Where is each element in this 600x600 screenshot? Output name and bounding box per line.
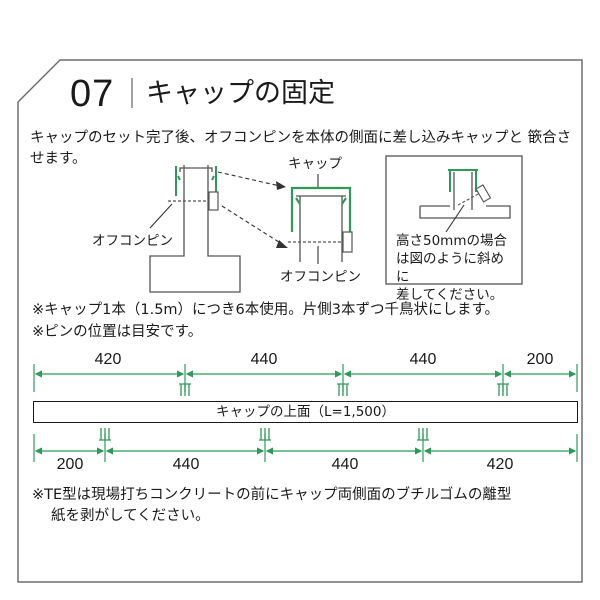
label-offcon-pin-right: オフコンピン: [280, 269, 361, 285]
bottom-pin-markers: [99, 428, 429, 441]
footer-note: ※TE型は現場打ちコンクリートの前にキャップ両側面のブチルゴムの離型 紙を剥がし…: [32, 485, 587, 527]
step-number: 07: [70, 73, 115, 115]
guide-arrow-head-2: [276, 240, 288, 248]
dim-bottom-3: 440: [331, 456, 359, 473]
note-usage: ※キャップ1本（1.5m）につき6本使用。片側3本ずつ千鳥状にします。: [32, 302, 500, 318]
top-pin-markers: [179, 383, 509, 396]
inset-note-line: 差してください。: [396, 287, 504, 303]
inset-note-line: 高さ50mmの場合: [396, 233, 507, 249]
pin-left: [168, 191, 219, 211]
body-profile-left: [149, 165, 241, 293]
dim-bottom-4: 420: [486, 456, 514, 473]
footer-line-2: 紙を剥がしてください。: [51, 508, 210, 524]
frame-border: [17, 59, 583, 583]
note-pin-position: ※ピンの位置は目安です。: [32, 324, 203, 340]
cap-profile-left: [175, 166, 217, 196]
dim-bottom-2: 440: [172, 456, 200, 473]
body-profile-right: [296, 195, 346, 262]
cap-profile-right: [290, 186, 352, 232]
intro-text: キャップのセット完了後、オフコンピンを本体の側面に差し込みキャップと 篏合させま…: [30, 130, 572, 167]
guide-arrow-head-1: [276, 181, 286, 190]
inset-body-profile: [419, 172, 511, 219]
inset-pin: [457, 184, 492, 206]
dim-top-1: 420: [94, 351, 122, 368]
label-offcon-pin-left: オフコンピン: [92, 233, 173, 249]
guide-arrows: [217, 171, 283, 245]
leader-left-label: [149, 203, 173, 229]
dim-top-4: 200: [526, 351, 554, 368]
dim-top-2: 440: [250, 351, 278, 368]
cap-top-surface-bar: キャップの上面（L=1,500）: [33, 401, 578, 423]
dim-top-3: 440: [409, 351, 437, 368]
inset-note: 高さ50mmの場合 は図のように斜めに 差してください。: [396, 232, 508, 304]
inset-note-line: は図のように斜めに: [396, 251, 504, 285]
dim-bottom-1: 200: [56, 456, 84, 473]
inset-box: [385, 155, 523, 285]
pin-right: [288, 231, 353, 253]
label-cap: キャップ: [288, 156, 342, 172]
footer-line-1: ※TE型は現場打ちコンクリートの前にキャップ両側面のブチルゴムの離型: [32, 487, 512, 503]
bottom-dim-ticks: [33, 434, 578, 462]
inset-leader: [445, 204, 465, 233]
page-title: キャップの固定: [146, 78, 335, 109]
